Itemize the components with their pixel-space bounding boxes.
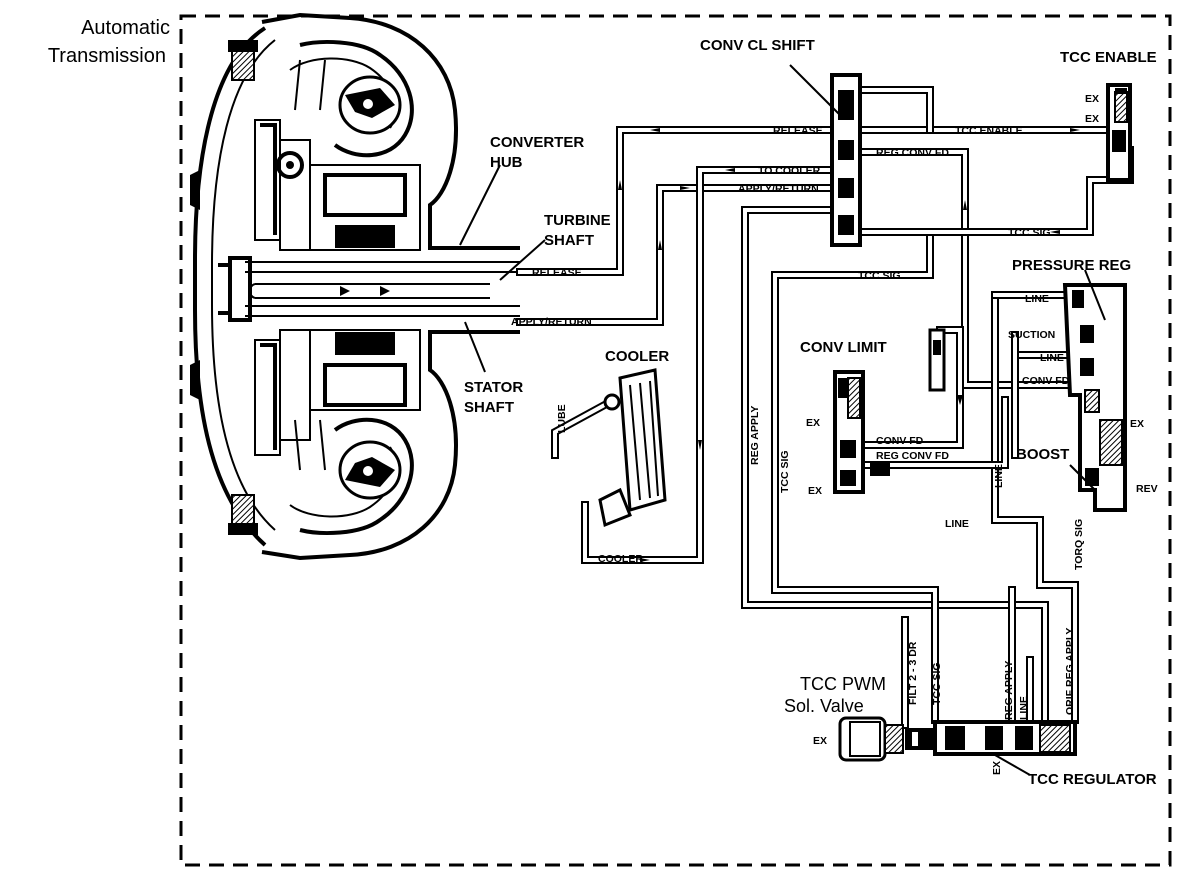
reg-apply-bottom-label: REG APPLY: [1003, 661, 1015, 720]
flow-arrows: [618, 128, 1080, 562]
conv-cl-shift-valve: [789, 64, 862, 247]
line-1-label: LINE: [1025, 293, 1049, 305]
conv-limit-ex-2: EX: [808, 485, 822, 497]
tcc-sig-bottom-label: TCC SIG: [931, 662, 943, 705]
title-line-2: Transmission: [48, 45, 166, 67]
orif-reg-apply-label: ORIF REG APPLY: [1064, 628, 1076, 715]
apply-return-top-label: APPLY/RETURN: [738, 183, 819, 195]
filt-2-3-dr-label: FILT 2 - 3 DR: [907, 641, 919, 705]
converter-hub-label-1: CONVERTER: [490, 134, 584, 151]
tcc-regulator-valve: [933, 720, 1077, 776]
conv-cl-shift-label: CONV CL SHIFT: [700, 37, 815, 54]
stator-shaft-label-2: SHAFT: [464, 399, 514, 416]
line-low-label: LINE: [945, 518, 969, 530]
tcc-enable-label: TCC ENABLE: [1060, 49, 1157, 66]
stator-shaft-label-1: STATOR: [464, 379, 523, 396]
conv-limit-ex-1: EX: [806, 417, 820, 429]
tcc-sig-vertical-label: TCC SIG: [779, 450, 791, 493]
torque-converter: [190, 12, 546, 561]
reg-conv-fd-label: REG CONV FD: [876, 147, 949, 159]
cooler-label: COOLER: [605, 348, 669, 365]
conv-limit-label: CONV LIMIT: [800, 339, 887, 356]
tcc-sig-right-label: TCC SIG: [1008, 227, 1051, 239]
line-2-label: LINE: [1040, 352, 1064, 364]
pressure-reg-ex: EX: [1130, 418, 1144, 430]
pressure-reg-label: PRESSURE REG: [1012, 257, 1131, 274]
conv-fd-limit-label: CONV FD: [876, 435, 924, 447]
reg-apply-vertical-label: REG APPLY: [749, 406, 761, 465]
line-bottom-label: LINE: [1018, 696, 1030, 720]
suction-label: SUCTION: [1008, 329, 1055, 341]
title-line-1: Automatic: [81, 17, 170, 39]
transmission-boundary: [179, 14, 1172, 867]
tcc-enable-ex-1: EX: [1085, 93, 1099, 105]
torq-sig-label: TORQ SIG: [1073, 519, 1085, 570]
boost-label: BOOST: [1016, 446, 1069, 463]
reg-conv-fd-limit-label: REG CONV FD: [876, 450, 949, 462]
conv-fd-right-label: CONV FD: [1022, 375, 1070, 387]
tcc-pwm-solenoid: [838, 716, 933, 762]
turbine-shaft-label-2: SHAFT: [544, 232, 594, 249]
tcc-pwm-label-1: TCC PWM: [800, 674, 886, 694]
tcc-sig-mid-label: TCC SIG: [858, 270, 901, 282]
to-cooler-label: TO COOLER: [758, 165, 821, 177]
rev-line-label: REV: [1136, 483, 1158, 495]
tcc-pwm-label-2: Sol. Valve: [784, 696, 864, 716]
turbine-shaft-label-1: TURBINE: [544, 212, 611, 229]
cooler-line-label: COOLER: [598, 553, 643, 565]
release-top-label: RELEASE: [773, 125, 823, 137]
tcc-regulator-ex: EX: [991, 761, 1003, 775]
release-shaft-label: RELEASE: [532, 267, 582, 279]
apply-return-shaft-label: APPLY/RETURN: [511, 316, 592, 328]
conv-limit-valve: [833, 328, 946, 494]
tcc-pwm-ex: EX: [813, 735, 827, 747]
tcc-enable-line-label: TCC ENABLE: [955, 125, 1023, 137]
tcc-regulator-label: TCC REGULATOR: [1028, 771, 1157, 788]
lube-label: LUBE: [556, 404, 568, 433]
tcc-enable-valve: [1106, 83, 1132, 182]
converter-hub-label-2: HUB: [490, 154, 523, 171]
line-vertical-label: LINE: [993, 464, 1005, 488]
cooler: [598, 368, 667, 528]
tcc-enable-ex-2: EX: [1085, 113, 1099, 125]
line-labels: RELEASE TCC ENABLE TO COOLER REG CONV FD…: [511, 125, 1085, 720]
pressure-reg-valve: [1062, 269, 1127, 512]
